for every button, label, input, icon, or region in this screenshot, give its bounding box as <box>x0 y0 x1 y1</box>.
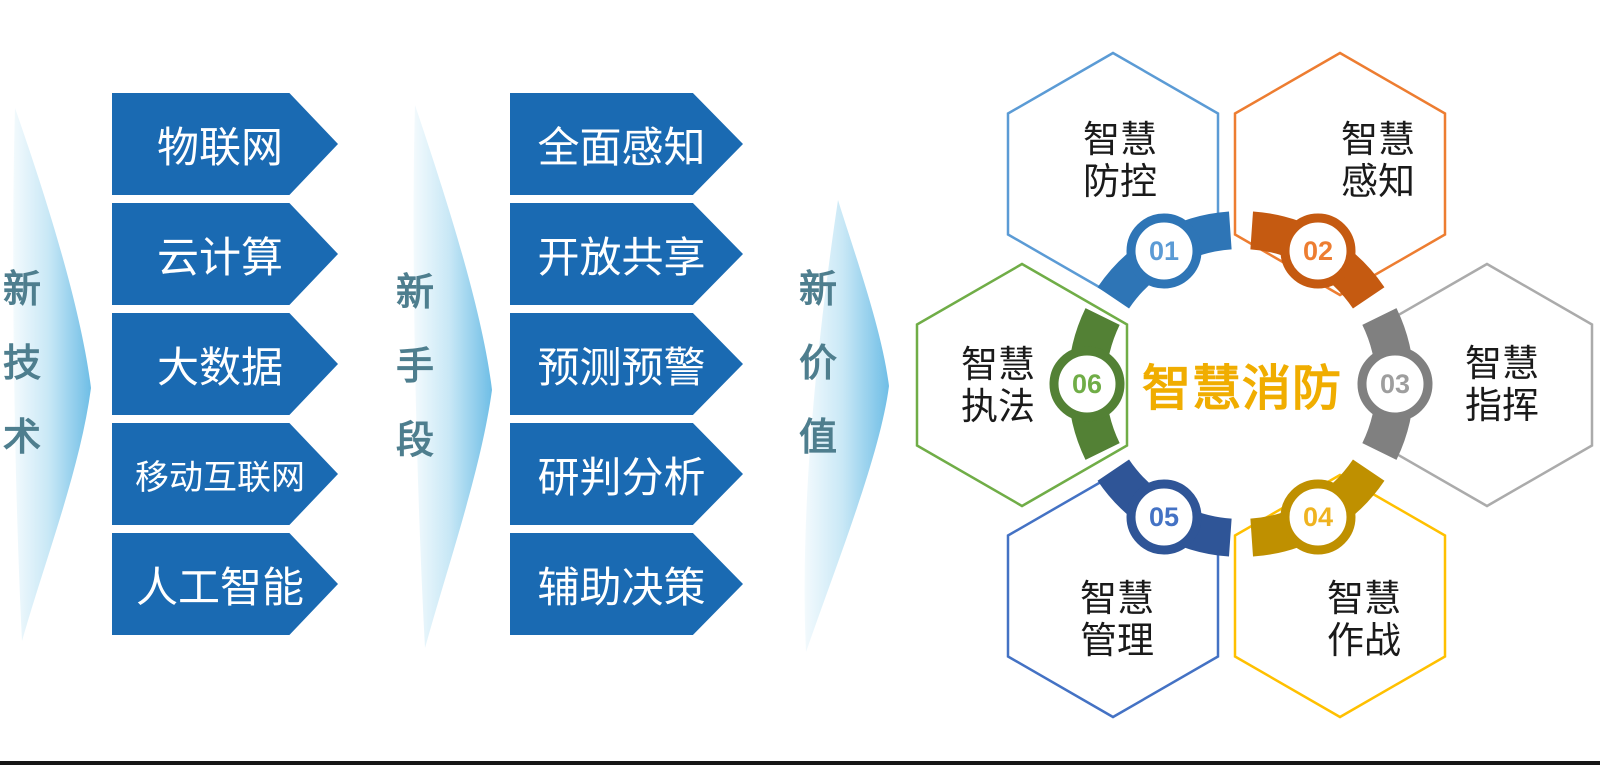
means-banner-forecast-warning: 预测预警 <box>510 313 743 415</box>
hexagon-label-management: 智慧管理 <box>1080 578 1154 661</box>
hexagon-label-law-enforcement: 智慧执法 <box>961 344 1035 427</box>
badge-circle-06 <box>1049 346 1125 422</box>
column-label-new-technology: 新技术 <box>2 269 41 459</box>
means-banner-decision-support: 辅助决策 <box>510 533 743 635</box>
badge-number-02: 02 <box>1302 235 1334 266</box>
tech-banner-cloud: 云计算 <box>112 203 338 305</box>
means-banner-perception: 全面感知 <box>510 93 743 195</box>
means-banner-perception-label: 全面感知 <box>537 123 706 171</box>
badge-circle-03 <box>1357 346 1433 422</box>
hexagon-label-prevention-control: 智慧防控 <box>1083 119 1157 202</box>
tech-banner-cloud-label: 云计算 <box>156 233 283 281</box>
tech-banner-bigdata: 大数据 <box>112 313 338 415</box>
hexagon-04-outline <box>1233 473 1447 719</box>
hexagon-02-outline <box>1233 51 1447 297</box>
hexagon-06-outline <box>915 262 1129 508</box>
badge-number-04: 04 <box>1302 501 1334 532</box>
badge-circle-04 <box>1280 479 1356 555</box>
hexagon-label-operations: 智慧作战 <box>1327 578 1401 661</box>
badge-number-03: 03 <box>1379 368 1411 399</box>
means-banner-open-sharing: 开放共享 <box>510 203 743 305</box>
badge-number-06: 06 <box>1071 368 1103 399</box>
badge-circle-02 <box>1280 213 1356 289</box>
tech-banner-iot-label: 物联网 <box>156 123 283 171</box>
badge-circle-01 <box>1126 213 1202 289</box>
flow-arrow-1 <box>13 108 91 641</box>
tech-banner-mobile-internet-label: 移动互联网 <box>135 458 305 497</box>
tech-banner-bigdata-label: 大数据 <box>156 343 283 391</box>
means-banner-analysis-label: 研判分析 <box>537 453 706 501</box>
tech-banner-ai-label: 人工智能 <box>135 563 304 611</box>
means-banner-open-sharing-label: 开放共享 <box>537 233 706 281</box>
column-label-new-value: 新价值 <box>798 269 837 459</box>
hexagon-label-perception: 智慧感知 <box>1341 119 1415 202</box>
bottom-border-line <box>0 761 1600 765</box>
column-label-new-means: 新手段 <box>395 272 434 462</box>
tech-banner-ai: 人工智能 <box>112 533 338 635</box>
means-banner-forecast-warning-label: 预测预警 <box>537 343 706 391</box>
means-banner-analysis: 研判分析 <box>510 423 743 525</box>
badge-circle-05 <box>1126 479 1202 555</box>
badge-number-01: 01 <box>1148 235 1180 266</box>
tech-banner-mobile-internet: 移动互联网 <box>112 423 338 525</box>
flow-arrow-2 <box>413 105 492 648</box>
means-banner-decision-support-label: 辅助决策 <box>537 563 706 611</box>
flow-arrow-3 <box>804 200 889 652</box>
tech-banner-iot: 物联网 <box>112 93 338 195</box>
hexagon-label-command: 智慧指挥 <box>1465 343 1539 426</box>
badge-number-05: 05 <box>1148 501 1180 532</box>
center-title-smart-fire: 智慧消防 <box>1141 361 1342 416</box>
